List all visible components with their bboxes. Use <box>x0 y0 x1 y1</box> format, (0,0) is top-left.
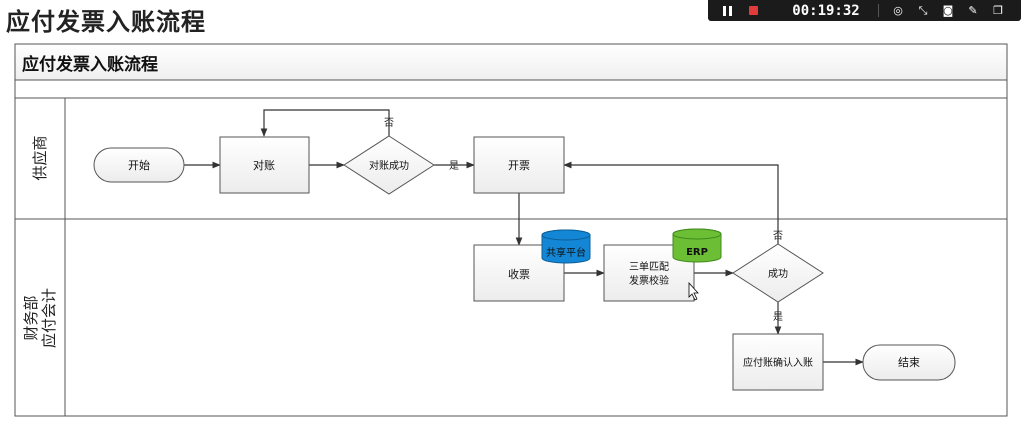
node-end-label: 结束 <box>898 356 920 369</box>
lane-finance-label-2: 应付会计 <box>40 288 58 348</box>
node-reconcile-decision <box>343 135 435 195</box>
node-reconcile <box>219 136 310 194</box>
recording-toolbar: 00:19:32 ◎ ⤡ ◙ ✎ ❐ <box>708 0 1021 21</box>
edge-decision-no-loop <box>260 109 390 137</box>
node-end <box>862 344 956 381</box>
page-title: 应付发票入账流程 <box>6 8 206 36</box>
node-start-label: 开始 <box>128 158 150 172</box>
shrink-icon[interactable]: ⤡ <box>918 3 928 17</box>
node-start <box>93 147 185 183</box>
mouse-cursor-icon <box>688 281 699 301</box>
node-match-label-1: 三单匹配 <box>629 261 669 273</box>
node-confirm <box>732 333 824 391</box>
erp-cylinder: ERP <box>672 228 722 263</box>
edge-label-yes-down: 是 <box>773 311 783 323</box>
lane-finance-label-1: 财务部 <box>22 295 40 340</box>
shared-platform-cylinder: 共享平台 <box>541 229 591 264</box>
node-success-label: 成功 <box>768 268 788 280</box>
camera-icon[interactable]: ◙ <box>942 4 954 17</box>
diagram-header <box>14 43 1008 81</box>
edge-label-no-top: 否 <box>384 117 394 129</box>
window-icon[interactable]: ❐ <box>993 4 1003 17</box>
node-confirm-label: 应付账确认入账 <box>743 356 813 369</box>
node-reconcile-decision-label: 对账成功 <box>369 159 409 172</box>
diagram-title: 应付发票入账流程 <box>22 54 158 75</box>
erp-label: ERP <box>686 247 708 258</box>
edge-label-yes-mid: 是 <box>449 160 459 172</box>
node-reconcile-label: 对账 <box>253 158 275 172</box>
shared-platform-label: 共享平台 <box>546 246 586 259</box>
stop-icon[interactable] <box>746 0 760 21</box>
pen-icon[interactable]: ✎ <box>968 4 978 17</box>
recording-timer: 00:19:32 <box>792 2 860 19</box>
target-icon[interactable]: ◎ <box>893 4 903 17</box>
node-success-decision <box>732 243 824 303</box>
node-match-label-2: 发票校验 <box>629 274 669 287</box>
pause-icon[interactable] <box>720 0 734 21</box>
node-invoice <box>473 136 565 194</box>
node-receive-label: 收票 <box>508 267 530 281</box>
edge-label-no-right: 否 <box>773 230 783 242</box>
diagram-frame <box>14 43 1008 417</box>
lane-supplier-label: 供应商 <box>31 135 49 180</box>
edge-success-no-back <box>563 161 779 244</box>
node-invoice-label: 开票 <box>508 159 530 172</box>
